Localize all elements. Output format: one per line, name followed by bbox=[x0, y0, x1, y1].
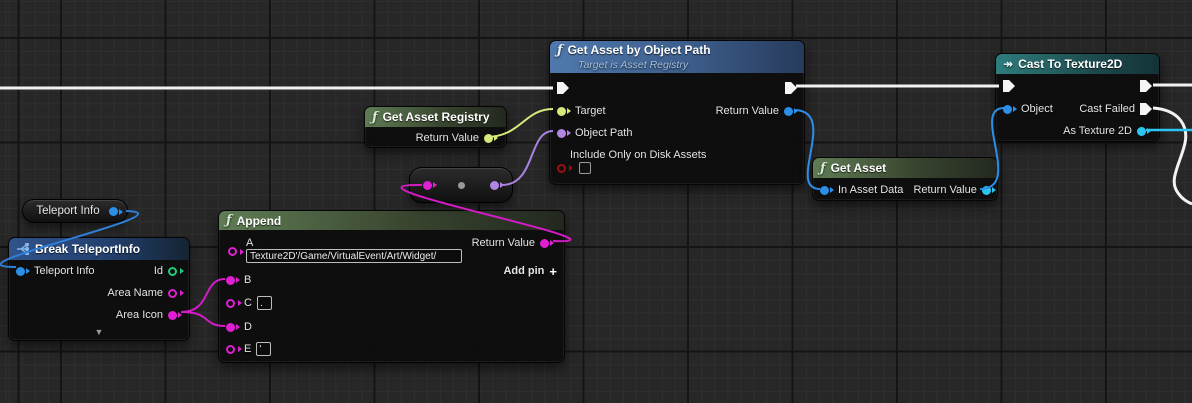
append-return-value-pin[interactable] bbox=[540, 238, 549, 248]
pin-label-e: E bbox=[244, 343, 252, 355]
exec-input-pin[interactable] bbox=[557, 82, 569, 94]
include-only-on-disk-assets-checkbox[interactable] bbox=[579, 162, 591, 174]
append-a-input-pin[interactable] bbox=[228, 247, 237, 256]
add-pin-label: Add pin bbox=[503, 265, 545, 277]
target-input-pin[interactable] bbox=[557, 106, 566, 116]
pin-label-cast-failed: Cast Failed bbox=[1079, 103, 1135, 115]
pin-label-teleport-info: Teleport Info bbox=[34, 265, 95, 277]
node-string-to-object-path-conversion[interactable] bbox=[409, 167, 513, 203]
conversion-output-pin[interactable] bbox=[490, 180, 499, 190]
teleport-info-output-pin[interactable] bbox=[109, 207, 118, 216]
node-title: Cast To Texture2D bbox=[1018, 57, 1123, 71]
pin-label-area-name: Area Name bbox=[107, 287, 163, 299]
in-asset-data-input-pin[interactable] bbox=[820, 185, 829, 195]
exec-output-pin[interactable] bbox=[785, 82, 797, 94]
cast-to-texture2d-header: ↠ Cast To Texture2D bbox=[996, 54, 1159, 74]
area-icon-output-pin[interactable] bbox=[168, 310, 177, 320]
variable-title: Teleport Info bbox=[36, 205, 100, 217]
append-e-input-pin[interactable] bbox=[226, 344, 235, 354]
node-title: Get Asset bbox=[830, 161, 887, 175]
node-get-asset-by-object-path[interactable]: ƒ Get Asset by Object Path Target is Ass… bbox=[549, 40, 805, 185]
node-break-teleportinfo[interactable]: Break TeleportInfo Teleport Info Id Area… bbox=[8, 237, 190, 341]
collapse-arrow-icon[interactable]: ▼ bbox=[94, 327, 104, 337]
append-c-value-input[interactable] bbox=[256, 296, 272, 310]
pin-label-in-asset-data: In Asset Data bbox=[838, 184, 904, 196]
get-asset-return-pin[interactable] bbox=[981, 185, 991, 195]
object-path-input-pin[interactable] bbox=[557, 128, 566, 138]
pin-label-return-value: Return Value bbox=[471, 237, 535, 249]
exec-input-pin[interactable] bbox=[1003, 80, 1015, 92]
node-append[interactable]: ƒ Append Return Value Add pin + A B C bbox=[218, 210, 565, 363]
node-title: Append bbox=[236, 213, 282, 228]
node-title: Break TeleportInfo bbox=[35, 242, 141, 256]
function-icon: ƒ bbox=[372, 109, 378, 125]
get-asset-header: ƒ Get Asset bbox=[813, 158, 997, 178]
node-title: Get Asset Registry bbox=[382, 110, 490, 124]
node-get-asset[interactable]: ƒ Get Asset In Asset Data Return Value bbox=[812, 157, 998, 201]
pin-label-return-value: Return Value bbox=[715, 105, 779, 117]
add-pin-icon: + bbox=[549, 263, 557, 279]
append-d-input-pin[interactable] bbox=[226, 322, 235, 332]
pin-label-b: B bbox=[244, 274, 252, 286]
exec-output-pin[interactable] bbox=[1140, 80, 1152, 92]
pin-label-target: Target bbox=[575, 105, 606, 117]
add-pin-button[interactable]: Add pin + bbox=[219, 263, 564, 279]
pin-label-id: Id bbox=[153, 265, 163, 277]
return-value-output-pin[interactable] bbox=[784, 106, 793, 116]
include-only-on-disk-assets-input-pin[interactable] bbox=[557, 163, 566, 173]
as-texture-2d-output-pin[interactable] bbox=[1137, 126, 1146, 136]
pin-label-return-value: Return Value bbox=[415, 132, 479, 144]
conversion-input-pin[interactable] bbox=[423, 180, 432, 190]
append-a-value-input[interactable] bbox=[246, 249, 462, 263]
pin-label-object-path: Object Path bbox=[575, 127, 633, 139]
function-icon: ƒ bbox=[226, 213, 232, 228]
break-teleportinfo-header: Break TeleportInfo bbox=[9, 238, 189, 260]
object-input-pin[interactable] bbox=[1003, 104, 1012, 114]
break-struct-icon bbox=[17, 243, 30, 255]
get-asset-registry-header: ƒ Get Asset Registry bbox=[365, 107, 506, 127]
pin-label-object: Object bbox=[1021, 103, 1053, 115]
function-icon: ƒ bbox=[557, 42, 563, 58]
cast-failed-output-pin[interactable] bbox=[1140, 103, 1152, 115]
function-icon: ƒ bbox=[820, 160, 826, 176]
append-e-value-input[interactable] bbox=[256, 342, 272, 356]
append-c-input-pin[interactable] bbox=[226, 298, 235, 308]
pin-label-c: C bbox=[244, 297, 252, 309]
conversion-dot-icon bbox=[457, 181, 465, 189]
area-name-output-pin[interactable] bbox=[168, 288, 177, 298]
cast-icon: ↠ bbox=[1003, 57, 1014, 71]
append-b-input-pin[interactable] bbox=[226, 275, 235, 285]
pin-label-a: A bbox=[246, 237, 254, 249]
node-get-asset-registry[interactable]: ƒ Get Asset Registry Return Value bbox=[364, 106, 507, 148]
append-header: ƒ Append bbox=[219, 211, 564, 230]
pin-label-return-value: Return Value bbox=[913, 184, 977, 196]
get-asset-registry-return-pin[interactable] bbox=[484, 133, 493, 143]
pin-label-include-only-on-disk-assets: Include Only on Disk Assets bbox=[570, 149, 707, 161]
pin-label-d: D bbox=[244, 321, 252, 333]
pin-label-as-texture-2d: As Texture 2D bbox=[1063, 125, 1132, 137]
get-asset-by-object-path-header: ƒ Get Asset by Object Path Target is Ass… bbox=[550, 41, 804, 73]
node-cast-to-texture2d[interactable]: ↠ Cast To Texture2D Object Cast Failed A… bbox=[995, 53, 1160, 142]
node-subtitle: Target is Asset Registry bbox=[578, 59, 689, 71]
id-output-pin[interactable] bbox=[168, 266, 177, 276]
node-teleport-info-variable[interactable]: Teleport Info bbox=[22, 199, 128, 223]
pin-label-area-icon: Area Icon bbox=[115, 309, 163, 321]
teleport-info-input-pin[interactable] bbox=[16, 266, 25, 276]
node-title: Get Asset by Object Path bbox=[567, 43, 711, 57]
